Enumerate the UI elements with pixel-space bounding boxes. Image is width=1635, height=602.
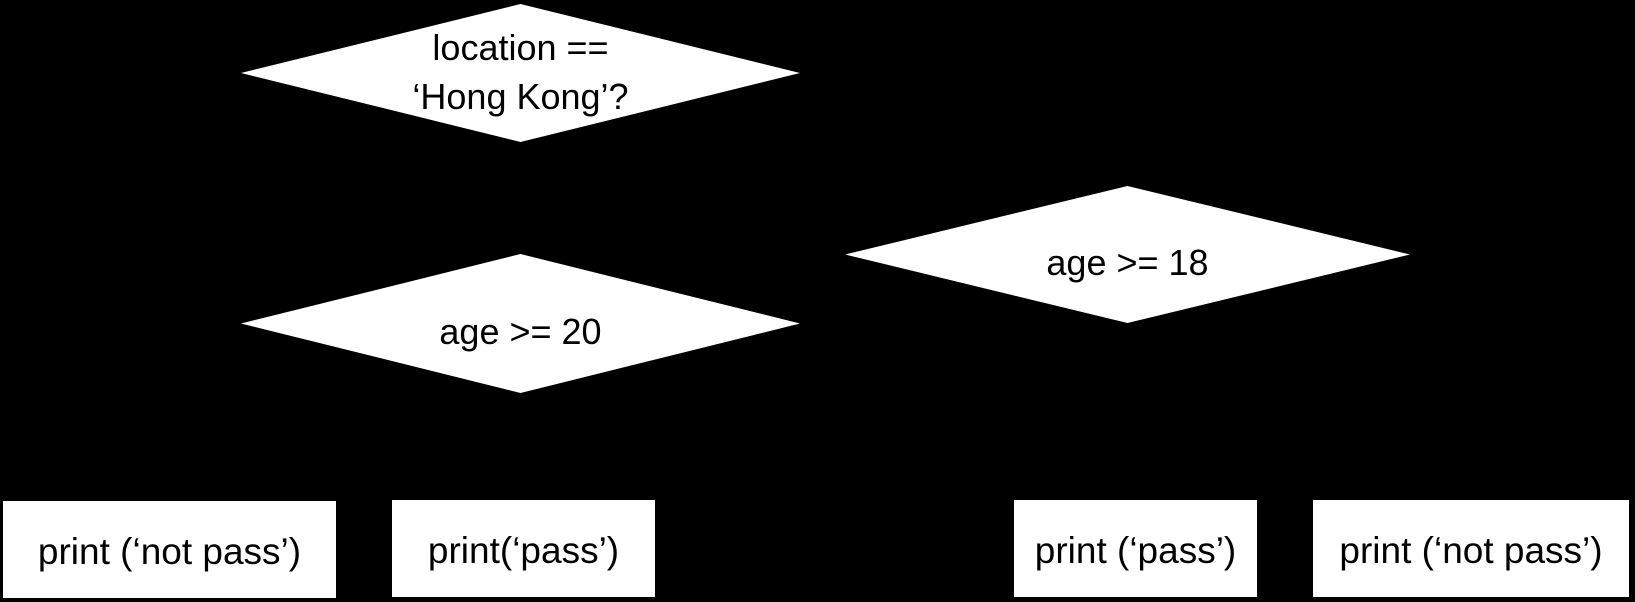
decision-age-18-label: age >= 18 bbox=[1046, 242, 1209, 284]
decision-age-18: age >= 18 bbox=[845, 186, 1410, 323]
output-box-right-not-pass: print (‘not pass’) bbox=[1313, 500, 1629, 597]
output-box-left-pass-label: print(‘pass’) bbox=[427, 529, 620, 571]
output-box-left-pass: print(‘pass’) bbox=[392, 500, 655, 597]
output-box-left-not-pass-label: print (‘not pass’) bbox=[37, 530, 302, 572]
output-box-right-pass-label: print (‘pass’) bbox=[1034, 529, 1237, 571]
decision-age-20-label: age >= 20 bbox=[439, 311, 602, 353]
decision-age-20: age >= 20 bbox=[241, 254, 800, 393]
output-box-right-not-pass-label: print (‘not pass’) bbox=[1339, 529, 1603, 571]
decision-location-hong-kong: location == ‘Hong Kong’? bbox=[241, 4, 800, 142]
output-box-right-pass: print (‘pass’) bbox=[1014, 500, 1257, 597]
output-box-left-not-pass: print (‘not pass’) bbox=[3, 501, 336, 598]
decision-location-hong-kong-label: location == ‘Hong Kong’? bbox=[412, 27, 629, 117]
